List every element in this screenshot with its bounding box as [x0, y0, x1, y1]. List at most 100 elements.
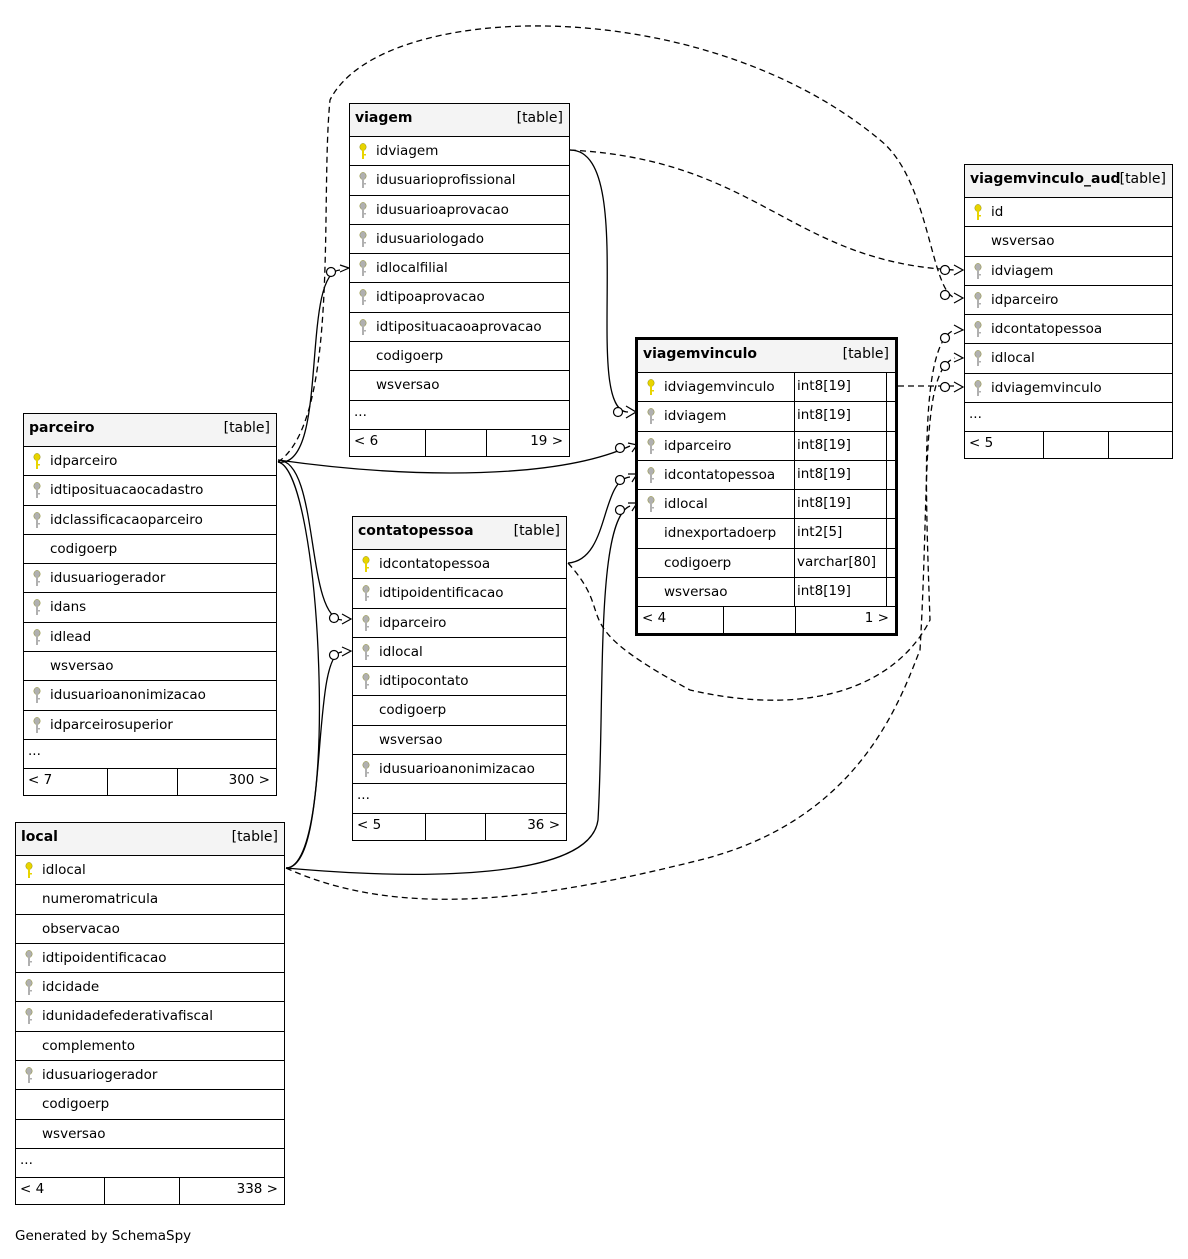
column-name: idlocal — [664, 496, 708, 513]
ellipsis: ... — [969, 406, 982, 423]
column-name: idviagem — [991, 262, 1054, 279]
column-row-idlocal[interactable]: idlocal — [16, 856, 284, 886]
column-row-wsversao[interactable]: wsversao — [965, 227, 1172, 257]
table-name: viagemvinculo_aud — [970, 171, 1121, 187]
column-row-wsversao[interactable]: wsversao — [24, 652, 276, 682]
column-row-idusuarioanonimizacao[interactable]: idusuarioanonimizacao — [353, 755, 566, 785]
column-type: varchar[80] — [794, 548, 887, 578]
column-row-complemento[interactable]: complemento — [16, 1032, 284, 1062]
column-row-idunidadefederativafiscal[interactable]: idunidadefederativafiscal — [16, 1002, 284, 1032]
column-row-idusuarioanonimizacao[interactable]: idusuarioanonimizacao — [24, 681, 276, 711]
column-row-numeromatricula[interactable]: numeromatricula — [16, 885, 284, 915]
row-count: 19 > — [530, 432, 563, 449]
column-row-idtipocontato[interactable]: idtipocontato — [353, 667, 566, 697]
table-contatopessoa[interactable]: contatopessoa [table] idcontatopessoa idt… — [352, 516, 567, 841]
foreign-key-icon — [32, 716, 42, 735]
column-row-idans[interactable]: idans — [24, 593, 276, 623]
column-row-idcontatopessoa[interactable]: idcontatopessoa — [965, 315, 1172, 345]
column-name: codigoerp — [664, 554, 732, 571]
column-name: idans — [50, 599, 87, 616]
table-header: local [table] — [16, 823, 284, 856]
column-row-idusuariologado[interactable]: idusuariologado — [350, 225, 569, 255]
table-name: local — [21, 829, 58, 845]
column-row-observacao[interactable]: observacao — [16, 915, 284, 944]
column-row-idtipoidentificacao[interactable]: idtipoidentificacao — [16, 944, 284, 974]
table-header: viagemvinculo [table] — [638, 340, 895, 373]
column-row-codigoerp[interactable]: codigoerp — [350, 342, 569, 372]
column-row-codigoerp[interactable]: codigoerp varchar[80] — [638, 548, 895, 579]
foreign-key-icon — [361, 761, 371, 779]
column-row-idclassificacaoparceiro[interactable]: idclassificacaoparceiro — [24, 506, 276, 535]
column-row-idparceiro[interactable]: idparceiro — [965, 286, 1172, 316]
column-name: idparceiro — [664, 437, 732, 454]
column-name: idcidade — [42, 979, 100, 996]
column-name: idcontatopessoa — [664, 466, 776, 483]
edge-viagem-viagemvinculo — [569, 149, 629, 413]
more-columns: ... — [16, 1149, 284, 1179]
table-footer: < 7 300 > — [24, 769, 276, 796]
column-row-idlocalfilial[interactable]: idlocalfilial — [350, 254, 569, 284]
foreign-key-icon — [973, 379, 983, 398]
column-row-wsversao[interactable]: wsversao — [353, 726, 566, 756]
generator-credit: Generated by SchemaSpy — [15, 1228, 192, 1244]
column-name: idlocal — [379, 643, 423, 660]
table-header: contatopessoa [table] — [353, 517, 566, 550]
column-name: idlocal — [42, 862, 86, 878]
column-row-idusuariogerador[interactable]: idusuariogerador — [24, 564, 276, 594]
column-row-idtiposituacaocadastro[interactable]: idtiposituacaocadastro — [24, 476, 276, 506]
column-row-idcidade[interactable]: idcidade — [16, 973, 284, 1003]
column-name: idviagemvinculo — [664, 379, 775, 395]
table-type: [table] — [513, 523, 560, 539]
column-row-wsversao[interactable]: wsversao — [350, 371, 569, 401]
column-row-idviagemvinculo[interactable]: idviagemvinculo — [965, 374, 1172, 404]
column-row-idviagem[interactable]: idviagem — [350, 137, 569, 167]
table-footer: < 4 338 > — [16, 1178, 284, 1205]
column-name: idusuariogerador — [50, 570, 166, 587]
column-type: int8[19] — [794, 578, 887, 607]
column-row-idtiposituacaoaprovacao[interactable]: idtiposituacaoaprovacao — [350, 313, 569, 343]
column-row-wsversao[interactable]: wsversao — [16, 1120, 284, 1149]
column-type: int8[19] — [794, 402, 887, 431]
column-row-codigoerp[interactable]: codigoerp — [16, 1090, 284, 1120]
edge-parceiro-viagem — [277, 269, 341, 463]
column-row-idparceiro[interactable]: idparceiro — [24, 447, 276, 477]
column-row-idviagem[interactable]: idviagem — [965, 257, 1172, 286]
column-name: idcontatopessoa — [379, 556, 491, 572]
column-row-id[interactable]: id — [965, 198, 1172, 228]
parent-count: < 5 — [969, 435, 994, 452]
column-row-idparceiro[interactable]: idparceiro — [353, 609, 566, 638]
primary-key-icon — [361, 556, 371, 574]
column-row-idparceirosuperior[interactable]: idparceirosuperior — [24, 711, 276, 740]
foreign-key-icon — [24, 950, 34, 968]
column-row-codigoerp[interactable]: codigoerp — [353, 696, 566, 726]
column-row-idusuarioaprovacao[interactable]: idusuarioaprovacao — [350, 196, 569, 225]
column-row-idlead[interactable]: idlead — [24, 623, 276, 653]
column-name: complemento — [42, 1037, 136, 1054]
table-header: viagemvinculo_aud [table] — [965, 165, 1172, 198]
column-row-idtipoaprovacao[interactable]: idtipoaprovacao — [350, 283, 569, 313]
column-name: idviagem — [376, 143, 439, 159]
column-row-idusuariogerador[interactable]: idusuariogerador — [16, 1061, 284, 1091]
column-row-idtipoidentificacao[interactable]: idtipoidentificacao — [353, 579, 566, 609]
column-row-idlocal[interactable]: idlocal — [353, 638, 566, 668]
table-name: viagem — [355, 110, 413, 126]
column-row-codigoerp[interactable]: codigoerp — [24, 535, 276, 565]
column-row-idusuarioprofissional[interactable]: idusuarioprofissional — [350, 166, 569, 196]
row-count: 1 > — [864, 610, 889, 627]
column-row-idcontatopessoa[interactable]: idcontatopessoa — [353, 550, 566, 580]
table-name: viagemvinculo — [643, 346, 758, 362]
column-row-idlocal[interactable]: idlocal — [965, 344, 1172, 374]
